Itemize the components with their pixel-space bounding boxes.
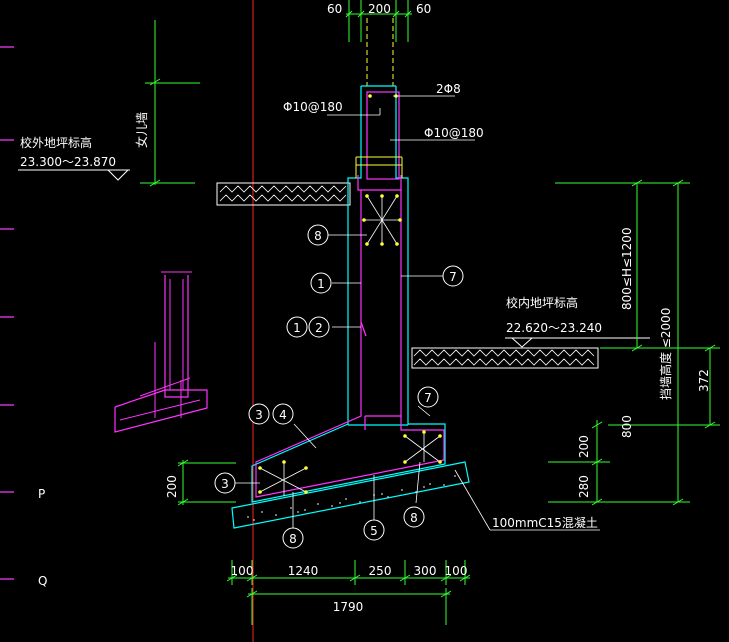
top-dimension xyxy=(345,0,412,42)
marker-3-left: 3 xyxy=(221,477,229,491)
bottom-dim-1240: 1240 xyxy=(288,564,319,578)
bottom-dim-250: 250 xyxy=(369,564,392,578)
inside-soil-hatch xyxy=(411,347,599,369)
stirrup-marker xyxy=(355,156,403,178)
marker-5: 5 xyxy=(370,524,378,538)
side-detail-sketch xyxy=(114,271,208,433)
grid-ticks xyxy=(0,46,14,580)
marker-12-b: 2 xyxy=(315,321,323,335)
dim-800: 800 xyxy=(620,415,634,438)
leader-lines xyxy=(235,95,600,531)
left-vertical-dim xyxy=(140,20,200,187)
inside-grade-value: 22.620～23.240 xyxy=(506,321,602,335)
grid-label-p: P xyxy=(38,487,45,501)
stirrup-right-label: Φ10@180 xyxy=(424,126,484,140)
marker-8-bottom-left: 8 xyxy=(289,532,297,546)
grid-label-q: Q xyxy=(38,574,47,588)
marker-12-a: 1 xyxy=(293,321,301,335)
marker-1: 1 xyxy=(317,277,325,291)
top-dim-60-left: 60 xyxy=(327,2,342,16)
marker-8-bottom-right: 8 xyxy=(410,511,418,525)
dim-280: 280 xyxy=(577,475,591,498)
outside-grade-mark xyxy=(18,169,130,181)
stirrup-left-label: Φ10@180 xyxy=(283,100,343,114)
outside-grade-label: 校外地坪标高 xyxy=(20,135,92,150)
concrete-note: 100mmC15混凝土 xyxy=(492,515,598,530)
base-slab-outline xyxy=(251,423,446,503)
outside-grade-value: 23.300～23.870 xyxy=(20,155,116,169)
top-dim-60-right: 60 xyxy=(416,2,431,16)
marker-3-upper: 3 xyxy=(255,408,263,422)
bottom-dim-100a: 100 xyxy=(231,564,254,578)
wall-rebar xyxy=(255,91,445,498)
cushion-concrete xyxy=(231,461,470,529)
bottom-dim-300: 300 xyxy=(414,564,437,578)
column-label: 女儿墙 xyxy=(134,112,149,148)
cross-bars xyxy=(259,195,441,496)
parapet-dashed xyxy=(366,18,394,86)
left-dim-200: 200 xyxy=(165,475,179,498)
wall-height-label: 挡墙高度 ≤2000 xyxy=(658,308,673,400)
left-200-dim xyxy=(177,459,236,506)
small-dim-372: 372 xyxy=(697,369,711,392)
circle-markers xyxy=(214,224,464,549)
outside-soil-hatch xyxy=(216,182,351,206)
bottom-dim-100b: 100 xyxy=(445,564,468,578)
inside-grade-label: 校内地坪标高 xyxy=(506,295,578,310)
rebar-nodes xyxy=(258,94,442,494)
bottom-dimensions xyxy=(226,560,471,625)
top-dim-200: 200 xyxy=(368,2,391,16)
marker-7-bottom: 7 xyxy=(424,391,432,405)
marker-4: 4 xyxy=(279,408,287,422)
marker-7-mid: 7 xyxy=(449,270,457,284)
inside-grade-mark xyxy=(505,337,650,348)
top-bars-label: 2Φ8 xyxy=(436,82,461,96)
height-range-label: 800≤H≤1200 xyxy=(620,227,634,310)
marker-8-top: 8 xyxy=(314,229,322,243)
bottom-dim-1790: 1790 xyxy=(333,600,364,614)
dim-200-right: 200 xyxy=(577,435,591,458)
right-dimensions xyxy=(548,179,720,506)
